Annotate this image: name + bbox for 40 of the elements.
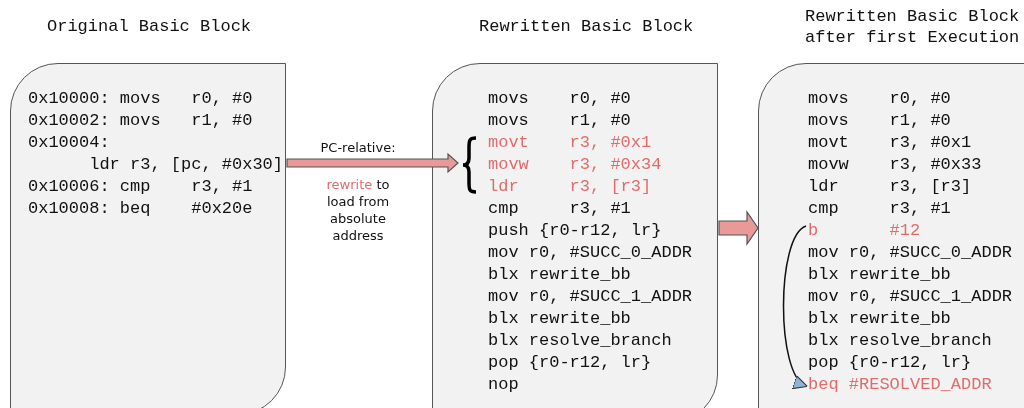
code-line: movw r3, #0x34: [488, 154, 662, 176]
code-line: nop: [488, 374, 519, 396]
code-line: b #12: [808, 220, 921, 242]
code-line: movt r3, #0x1: [488, 132, 652, 154]
code-line: movs r0, #0: [488, 88, 631, 110]
code-line: ldr r3, [pc, #0x30]: [88, 154, 284, 176]
code-line: blx resolve_branch: [488, 330, 672, 352]
code-line: blx rewrite_bb: [488, 308, 631, 330]
block-arrow: [718, 210, 759, 246]
code-line: 0x10004:: [28, 132, 110, 154]
code-line: blx rewrite_bb: [808, 308, 951, 330]
curved-arrow: [782, 225, 808, 388]
code-line: 0x10000: movs r0, #0: [28, 88, 253, 110]
code-line: ldr r3, [r3]: [488, 176, 652, 198]
code-line: pop {r0-r12, lr}: [488, 352, 652, 374]
code-line: mov r0, #SUCC_0_ADDR: [808, 242, 1013, 264]
block-arrow: [286, 152, 459, 174]
block-title: Rewritten Basic Block after first Execution: [805, 6, 1021, 48]
code-line: cmp r3, #1: [808, 198, 951, 220]
code-line: blx rewrite_bb: [488, 264, 631, 286]
code-line: 0x10008: beq #0x20e: [28, 198, 253, 220]
code-line: push {r0-r12, lr}: [488, 220, 662, 242]
code-line: mov r0, #SUCC_1_ADDR: [488, 286, 693, 308]
code-line: 0x10006: cmp r3, #1: [28, 176, 253, 198]
code-line: beq #RESOLVED_ADDR: [808, 374, 992, 396]
code-line: movs r1, #0: [488, 110, 631, 132]
code-line: movs r0, #0: [808, 88, 951, 110]
code-line: cmp r3, #1: [488, 198, 631, 220]
code-line: movw r3, #0x33: [808, 154, 982, 176]
block-title: Rewritten Basic Block: [479, 16, 695, 37]
code-line: movt r3, #0x1: [808, 132, 972, 154]
code-line: pop {r0-r12, lr}: [808, 352, 972, 374]
code-line: movs r1, #0: [808, 110, 951, 132]
code-line: mov r0, #SUCC_1_ADDR: [808, 286, 1013, 308]
code-line: blx resolve_branch: [808, 330, 992, 352]
block-title: Original Basic Block: [47, 16, 253, 37]
code-line: ldr r3, [r3]: [808, 176, 972, 198]
code-line: 0x10002: movs r1, #0: [28, 110, 253, 132]
code-line: mov r0, #SUCC_0_ADDR: [488, 242, 693, 264]
code-line: blx rewrite_bb: [808, 264, 951, 286]
